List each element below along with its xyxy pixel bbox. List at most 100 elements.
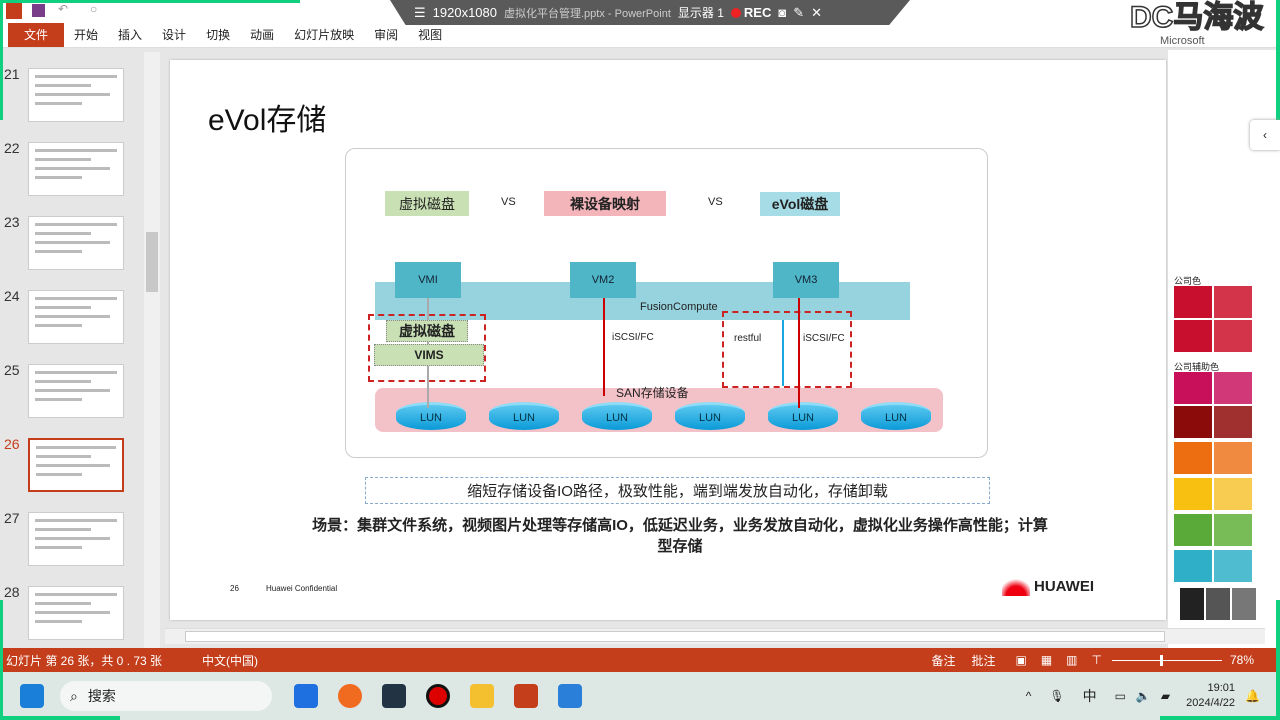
tab-design[interactable]: 设计 [162, 27, 187, 42]
slide-thumbnail[interactable] [28, 142, 124, 196]
comments-button[interactable]: 批注 [971, 653, 996, 668]
thumbnail-number: 28 [4, 584, 20, 600]
tab-home[interactable]: 开始 [74, 27, 99, 42]
tab-view[interactable]: 视图 [418, 27, 443, 42]
slide-thumbnail[interactable] [28, 290, 124, 344]
notes-button[interactable]: 备注 [931, 653, 956, 668]
lun-disk: LUN [768, 402, 838, 430]
slide-thumbnail[interactable] [28, 512, 124, 566]
file-explorer-icon[interactable] [470, 684, 494, 708]
slide-thumbnail[interactable] [28, 586, 124, 640]
color-swatch[interactable] [1174, 442, 1212, 474]
reading-view-icon[interactable]: ▥ [1066, 653, 1078, 667]
color-palette-panel: 公司色 公司辅助色 [1168, 50, 1280, 648]
undo-icon[interactable]: ↶ [58, 2, 69, 16]
window-title: 虚拟化平台管理.pptx - PowerPoint [504, 7, 671, 20]
color-swatch[interactable] [1174, 320, 1212, 352]
rec-button[interactable]: REC [730, 5, 771, 20]
normal-view-icon[interactable]: ▣ [1015, 653, 1027, 667]
overlay-frame-edge [0, 716, 120, 720]
color-swatch[interactable] [1174, 478, 1212, 510]
zoom-slider[interactable] [1111, 654, 1222, 666]
recorder-bar: ☰ 1920x1080 虚拟化平台管理.pptx - PowerPoint 显示… [390, 0, 910, 25]
collapse-panel-button[interactable]: ‹ [1250, 120, 1280, 150]
lun-row: LUN LUN LUN LUN LUN LUN [396, 402, 931, 430]
iscsi-label: iSCSI/FC [803, 333, 845, 344]
color-swatch[interactable] [1214, 406, 1252, 438]
recorder-app-icon[interactable] [426, 684, 450, 708]
camera-icon[interactable]: ◙ [778, 5, 787, 20]
thumbnail-number: 27 [4, 510, 20, 526]
lun-disk: LUN [861, 402, 931, 430]
lun-disk: LUN [582, 402, 652, 430]
thumbnail-scrollbar[interactable] [144, 52, 160, 648]
close-icon[interactable]: ✕ [811, 4, 823, 20]
virtual-disk-box: 虚拟磁盘 [386, 320, 468, 342]
tray-chevron-icon[interactable]: ^ [1025, 689, 1032, 703]
color-swatch[interactable] [1174, 372, 1212, 404]
page-number: 26 [230, 584, 239, 593]
save-icon[interactable] [32, 4, 45, 17]
battery-icon[interactable]: ▰ [1160, 689, 1171, 703]
display-label: 显示器 1 [677, 6, 724, 20]
horizontal-scrollbar[interactable] [165, 628, 1265, 644]
color-swatch[interactable] [1214, 286, 1252, 318]
vscode-icon[interactable] [558, 684, 582, 708]
color-swatch[interactable] [1214, 514, 1252, 546]
slide-thumbnail[interactable] [28, 68, 124, 122]
pen-icon[interactable]: ✎ [793, 4, 805, 20]
color-swatch[interactable] [1174, 550, 1212, 582]
network-icon[interactable]: ▭ [1114, 689, 1126, 703]
zoom-level[interactable]: 78% [1229, 653, 1254, 667]
huawei-logo: HUAWEI [1002, 576, 1094, 596]
lun-disk: LUN [396, 402, 466, 430]
account-label: Microsoft [1160, 35, 1205, 47]
slide-thumbnail[interactable] [28, 216, 124, 270]
notification-bell-icon[interactable]: 🔔 [1245, 689, 1260, 703]
tab-file[interactable]: 文件 [8, 22, 65, 47]
color-swatch[interactable] [1214, 478, 1252, 510]
thumbnail-number: 21 [4, 66, 20, 82]
volume-icon[interactable]: 🔈 [1135, 689, 1151, 703]
restful-label: restful [734, 333, 762, 344]
huawei-flower-icon [1002, 576, 1030, 596]
tab-transitions[interactable]: 切换 [206, 27, 231, 42]
thumbnail-number: 25 [4, 362, 20, 378]
language[interactable]: 中文(中国) [202, 653, 259, 668]
color-swatch[interactable] [1180, 588, 1204, 620]
slide-thumbnail[interactable] [28, 438, 124, 492]
search-box[interactable]: ⌕搜索 [60, 681, 272, 711]
color-swatch[interactable] [1174, 286, 1212, 318]
color-swatch[interactable] [1174, 406, 1212, 438]
tab-insert[interactable]: 插入 [118, 27, 143, 42]
ime-indicator[interactable]: 中 [1082, 688, 1097, 704]
color-swatch[interactable] [1232, 588, 1256, 620]
windows-start-icon[interactable] [20, 684, 44, 708]
firefox-icon[interactable] [338, 684, 362, 708]
slide-canvas[interactable]: eVol存储 虚拟磁盘 VS 裸设备映射 VS eVol磁盘 FusionCom… [170, 60, 1166, 620]
color-swatch[interactable] [1206, 588, 1230, 620]
color-swatch[interactable] [1214, 372, 1252, 404]
app-icon-meeting[interactable] [294, 684, 318, 708]
color-swatch[interactable] [1214, 550, 1252, 582]
vs-label: VS [708, 196, 723, 208]
slideshow-icon[interactable]: ⊤ [1091, 653, 1102, 667]
tab-slideshow[interactable]: 幻灯片放映 [294, 27, 355, 42]
powerpoint-taskbar-icon[interactable] [514, 684, 538, 708]
app-icon-cat[interactable] [382, 684, 406, 708]
record-dot-icon [730, 7, 741, 18]
slide-thumbnail[interactable] [28, 364, 124, 418]
tab-animations[interactable]: 动画 [250, 27, 275, 42]
menu-icon[interactable]: ☰ [414, 4, 426, 20]
slide-sorter-icon[interactable]: ▦ [1040, 653, 1053, 667]
color-swatch[interactable] [1214, 442, 1252, 474]
redo-icon[interactable]: ○ [90, 2, 98, 16]
color-swatch[interactable] [1174, 514, 1212, 546]
color-swatch[interactable] [1214, 320, 1252, 352]
microphone-icon[interactable]: 🎙 [1049, 689, 1065, 703]
search-icon: ⌕ [70, 687, 78, 704]
tab-review[interactable]: 审阅 [374, 27, 399, 42]
restful-arrow [782, 320, 784, 386]
